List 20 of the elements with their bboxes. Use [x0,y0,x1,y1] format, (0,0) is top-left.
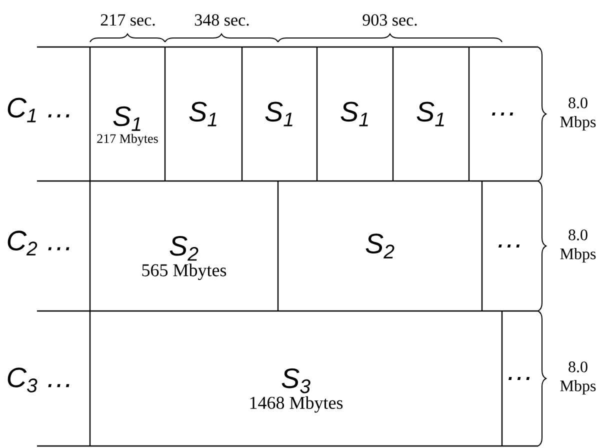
table-cell: S$_{1}$ [416,102,444,126]
channel-label: C$_{1}$ … [8,98,70,122]
rate-label: 8.0 Mbps [560,230,596,263]
duration-label: 217 sec. [100,14,155,26]
table-cell: S$_{1}$ 217 Mbytes [97,106,158,146]
table-cell: S$_{1}$ [189,102,216,126]
table-cell: S$_{2}$ 565 Mbytes [142,236,226,280]
table-cell: S$_{2}$ [366,234,394,258]
table-cell: S$_{1}$ [340,102,368,126]
table-cell: S$_{3}$ 1468 Mbytes [250,368,343,413]
table-cell: … [498,244,520,248]
table-cell: … [508,377,530,380]
rate-label: 8.0 Mbps [560,362,596,395]
table-cell: S$_{1}$ [265,102,292,126]
channel-label: C$_{2}$ … [8,230,70,256]
table-cell: … [492,112,514,116]
rate-label: 8.0 Mbps [560,98,596,131]
channel-label: C$_{3}$ … [8,368,70,392]
duration-label: 348 sec. [194,14,249,26]
duration-label: 903 sec. [362,14,417,26]
